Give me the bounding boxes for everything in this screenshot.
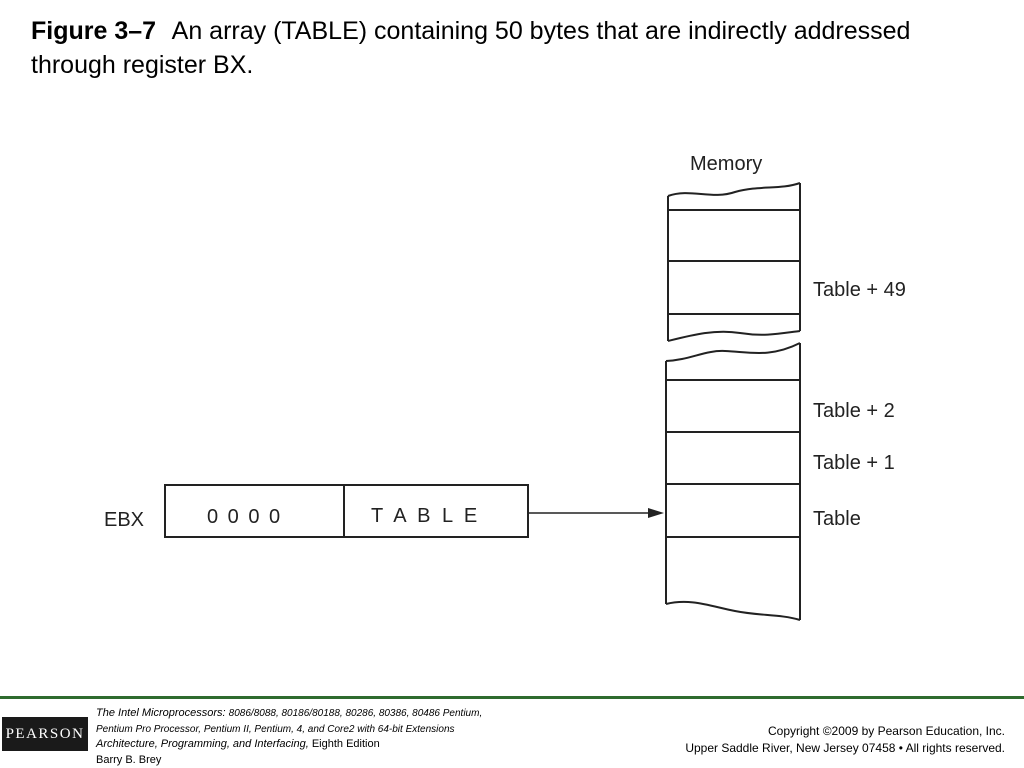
arrow-head [648,508,664,518]
processor-list-line2: Pentium Pro Processor, Pentium II, Penti… [96,723,455,735]
pearson-logo: PEARSON [2,717,88,751]
book-title: The Intel Microprocessors: [96,707,226,719]
memory-lower-segment [665,342,801,621]
memory-label: Memory [690,153,762,175]
memory-upper-bottom-break [667,330,801,342]
figure-label: Figure 3–7 [31,17,157,45]
figure-caption: An array (TABLE) containing 50 bytes tha… [31,17,911,79]
copyright-line: Copyright ©2009 by Pearson Education, In… [768,724,1005,738]
label-table-plus-49: Table + 49 [813,279,906,301]
footer-divider [0,696,1024,699]
label-table-plus-2: Table + 2 [813,400,895,422]
memory-upper-segment [667,182,801,342]
memory-lower-break-edge [665,342,801,362]
memory-upper-break-edge [667,182,801,197]
book-subtitle: Architecture, Programming, and Interfaci… [96,738,309,750]
figure-title: Figure 3–7 An array (TABLE) containing 5… [31,14,991,82]
logo-text: PEARSON [5,725,85,742]
label-table-plus-1: Table + 1 [813,452,895,474]
pointer-arrow [528,508,664,518]
register-name: EBX [104,509,144,531]
memory-lower-bottom-break [665,600,801,621]
register-high-word: 0 0 0 0 [207,506,282,528]
label-table: Table [813,508,861,530]
book-citation: The Intel Microprocessors: 8086/8088, 80… [96,706,566,768]
book-edition: Eighth Edition [311,738,380,750]
register-low-word: T A B L E [371,505,480,527]
processor-list-line1: 8086/8088, 80186/80188, 80286, 80386, 80… [228,708,483,719]
ebx-register-box [164,484,529,538]
copyright-notice: Copyright ©2009 by Pearson Education, In… [605,723,1005,757]
book-author: Barry B. Brey [96,753,162,766]
publisher-address: Upper Saddle River, New Jersey 07458 • A… [685,741,1005,755]
